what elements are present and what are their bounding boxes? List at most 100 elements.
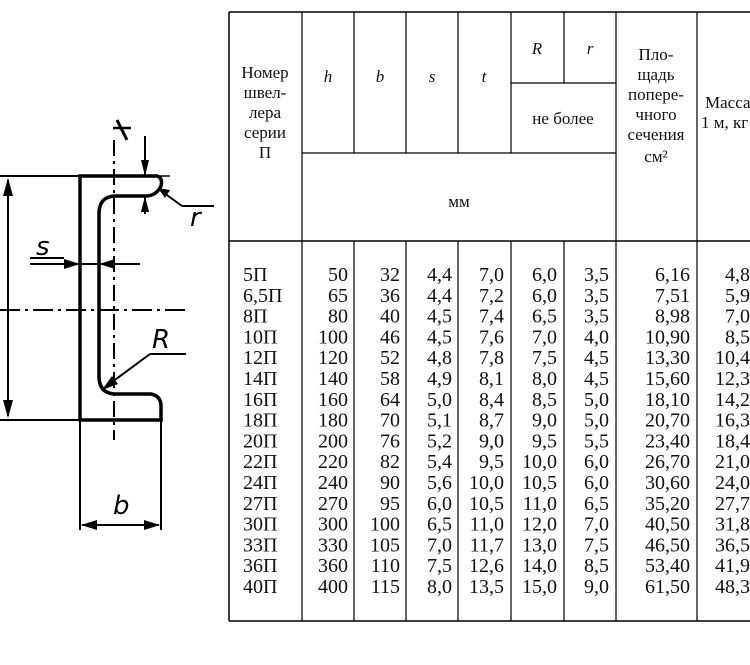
series-header-line: лера — [249, 103, 282, 122]
cell-h: 360 — [318, 555, 348, 577]
cell-area: 46,50 — [645, 534, 690, 556]
cell-t: 9,0 — [479, 430, 504, 452]
cell-area: 30,60 — [645, 472, 690, 494]
cell-b: 100 — [370, 514, 400, 536]
cell-b: 36 — [380, 285, 400, 307]
cell-mass: 31,80 — [715, 514, 750, 536]
cell-mass: 48,30 — [715, 576, 750, 598]
cell-R: 9,0 — [532, 410, 557, 432]
R-label: R — [152, 325, 170, 355]
cell-r: 3,5 — [584, 264, 609, 286]
header-b: b — [376, 67, 385, 86]
cell-mass: 12,30 — [715, 368, 750, 390]
cell-R: 9,5 — [532, 430, 557, 452]
cell-h: 100 — [318, 326, 348, 348]
cell-area: 26,70 — [645, 451, 690, 473]
header-s: s — [429, 67, 436, 86]
cell-t: 10,5 — [469, 493, 504, 515]
series-header-line: Номер — [241, 63, 288, 82]
cell-series: 22П — [243, 451, 277, 473]
cell-series: 40П — [243, 576, 277, 598]
cell-h: 200 — [318, 430, 348, 452]
area-header-line: чного — [635, 105, 676, 124]
cell-t: 11,0 — [470, 514, 504, 536]
cell-R: 7,5 — [532, 347, 557, 369]
cell-series: 12П — [243, 347, 277, 369]
cell-t: 10,0 — [469, 472, 504, 494]
cell-h: 220 — [318, 451, 348, 473]
series-header-line: П — [259, 143, 271, 162]
header-r: r — [587, 39, 594, 58]
cell-area: 23,40 — [645, 430, 690, 452]
cell-r: 5,5 — [584, 430, 609, 452]
cell-t: 7,4 — [479, 306, 504, 328]
cell-r: 6,5 — [584, 493, 609, 515]
cell-series: 6,5П — [243, 285, 282, 307]
cell-b: 95 — [380, 493, 400, 515]
cell-r: 7,0 — [584, 514, 609, 536]
cell-r: 4,5 — [584, 347, 609, 369]
cell-b: 32 — [380, 264, 400, 286]
cell-h: 180 — [318, 410, 348, 432]
series-header-line: серии — [244, 123, 286, 142]
area-header-line: сечения — [628, 125, 685, 144]
cell-mass: 41,90 — [715, 555, 750, 577]
cell-mass: 18,40 — [715, 430, 750, 452]
cell-t: 7,8 — [479, 347, 504, 369]
cell-mass: 24,00 — [715, 472, 750, 494]
cell-area: 8,98 — [655, 306, 690, 328]
cell-R: 7,0 — [532, 326, 557, 348]
cell-t: 9,5 — [479, 451, 504, 473]
height-arrow-top — [3, 178, 13, 196]
cell-b: 46 — [380, 326, 400, 348]
cell-s: 4,8 — [427, 347, 452, 369]
height-arrow-bottom — [3, 400, 13, 418]
cell-h: 65 — [328, 285, 348, 307]
cell-h: 400 — [318, 576, 348, 598]
cell-area: 7,51 — [655, 285, 690, 307]
cell-s: 6,0 — [427, 493, 452, 515]
cell-area: 61,50 — [645, 576, 690, 598]
cell-series: 27П — [243, 493, 277, 515]
cell-R: 13,0 — [522, 534, 557, 556]
cell-s: 8,0 — [427, 576, 452, 598]
cell-r: 4,5 — [584, 368, 609, 390]
cell-h: 240 — [318, 472, 348, 494]
t-label-stroke — [115, 119, 129, 141]
cell-series: 8П — [243, 306, 267, 328]
b-label: b — [113, 491, 130, 521]
t-arrow-bottom — [141, 196, 149, 212]
cell-mass: 21,00 — [715, 451, 750, 473]
area-header-line: щадь — [637, 65, 674, 84]
cell-r: 7,5 — [584, 534, 609, 556]
cell-r: 6,0 — [584, 451, 609, 473]
cell-area: 6,16 — [655, 264, 690, 286]
cell-R: 15,0 — [522, 576, 557, 598]
cell-s: 7,0 — [427, 534, 452, 556]
area-header: Пло- щадь попере- чного сечения см² — [628, 45, 685, 166]
cell-s: 7,5 — [427, 555, 452, 577]
series-header-line: швел- — [244, 83, 287, 102]
cell-series: 30П — [243, 514, 277, 536]
r-arrow — [158, 188, 170, 198]
cell-R: 11,0 — [523, 493, 557, 515]
cell-area: 40,50 — [645, 514, 690, 536]
channel-profile — [78, 174, 164, 422]
series-header: Номер швел- лера серии П — [241, 63, 288, 162]
cell-h: 300 — [318, 514, 348, 536]
mass-header: Масса 1 м, кг — [701, 93, 750, 132]
cell-b: 105 — [370, 534, 400, 556]
cell-b: 110 — [371, 555, 400, 577]
cell-r: 6,0 — [584, 472, 609, 494]
cell-s: 4,9 — [427, 368, 452, 390]
cell-b: 82 — [380, 451, 400, 473]
cell-b: 52 — [380, 347, 400, 369]
t-arrow-top — [141, 160, 149, 176]
